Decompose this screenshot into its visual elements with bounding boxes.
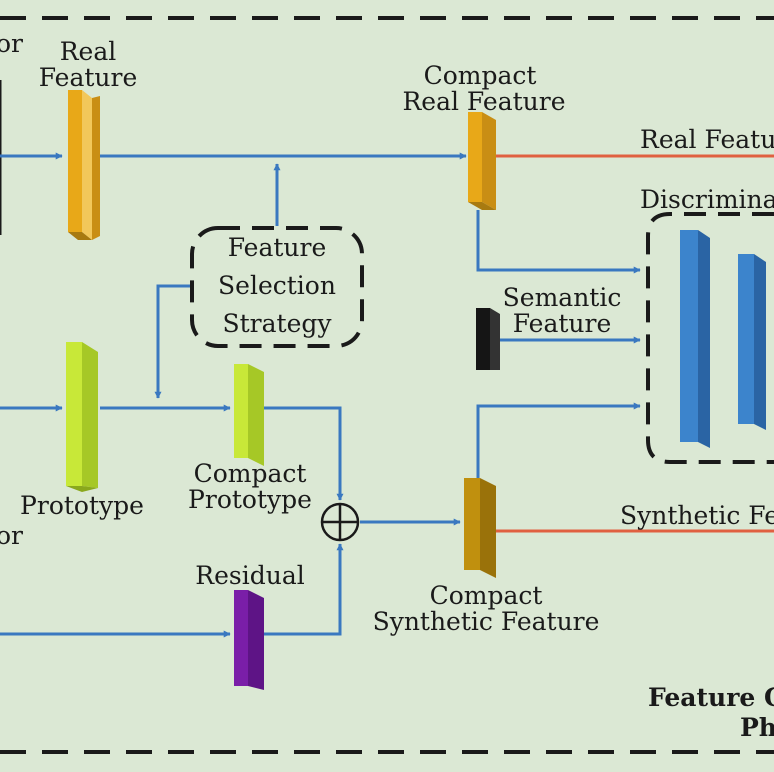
discriminator-box	[646, 212, 774, 464]
label-cut-left-mid: or	[0, 521, 23, 550]
label-compact-prototype-2: Prototype	[188, 485, 312, 514]
label-feature-selection-1: Feature	[228, 233, 327, 262]
arrow-compact-synthetic-to-discriminator	[476, 402, 641, 478]
label-compact-prototype-1: Compact	[194, 459, 307, 488]
label-compact-synthetic-2: Synthetic Feature	[373, 607, 600, 636]
label-feature-selection-2: Selection	[218, 271, 336, 300]
real-feature-block	[68, 90, 100, 240]
label-synthetic-feature-output: Synthetic Fe	[620, 501, 774, 530]
compact-real-feature-block	[468, 112, 496, 210]
residual-block	[234, 590, 264, 690]
prototype-block	[66, 342, 98, 492]
feature-selection-strategy-box	[190, 226, 364, 348]
label-discriminator: Discrimina	[640, 185, 774, 214]
label-real-feature-1: Real	[60, 37, 117, 66]
label-compact-real-1: Compact	[424, 61, 537, 90]
label-real-feature-2: Feature	[39, 63, 138, 92]
arrow-residual-to-sum	[264, 543, 344, 636]
compact-synthetic-feature-block	[464, 478, 496, 578]
semantic-feature-block	[476, 308, 500, 370]
label-real-feature-output: Real Featu	[640, 125, 774, 154]
label-semantic-1: Semantic	[503, 283, 622, 312]
discriminator-layer-1	[680, 230, 710, 448]
discriminator-layer-2	[738, 254, 766, 430]
label-compact-synthetic-1: Compact	[430, 581, 543, 610]
label-cut-top-left: or	[0, 29, 23, 58]
label-residual: Residual	[195, 561, 304, 590]
label-semantic-2: Feature	[513, 309, 612, 338]
label-compact-real-2: Real Feature	[402, 87, 565, 116]
sum-operator-icon	[320, 502, 360, 542]
compact-prototype-block	[234, 364, 264, 466]
label-feature-selection-3: Strategy	[223, 309, 333, 338]
arrow-selection-down	[154, 284, 192, 399]
arrow-compact-real-to-discriminator	[476, 210, 641, 274]
label-phase-title-2: Ph	[740, 713, 774, 742]
label-prototype: Prototype	[20, 491, 144, 520]
arrow-compact-prototype-to-sum	[264, 406, 344, 501]
label-phase-title-1: Feature G	[648, 683, 774, 712]
